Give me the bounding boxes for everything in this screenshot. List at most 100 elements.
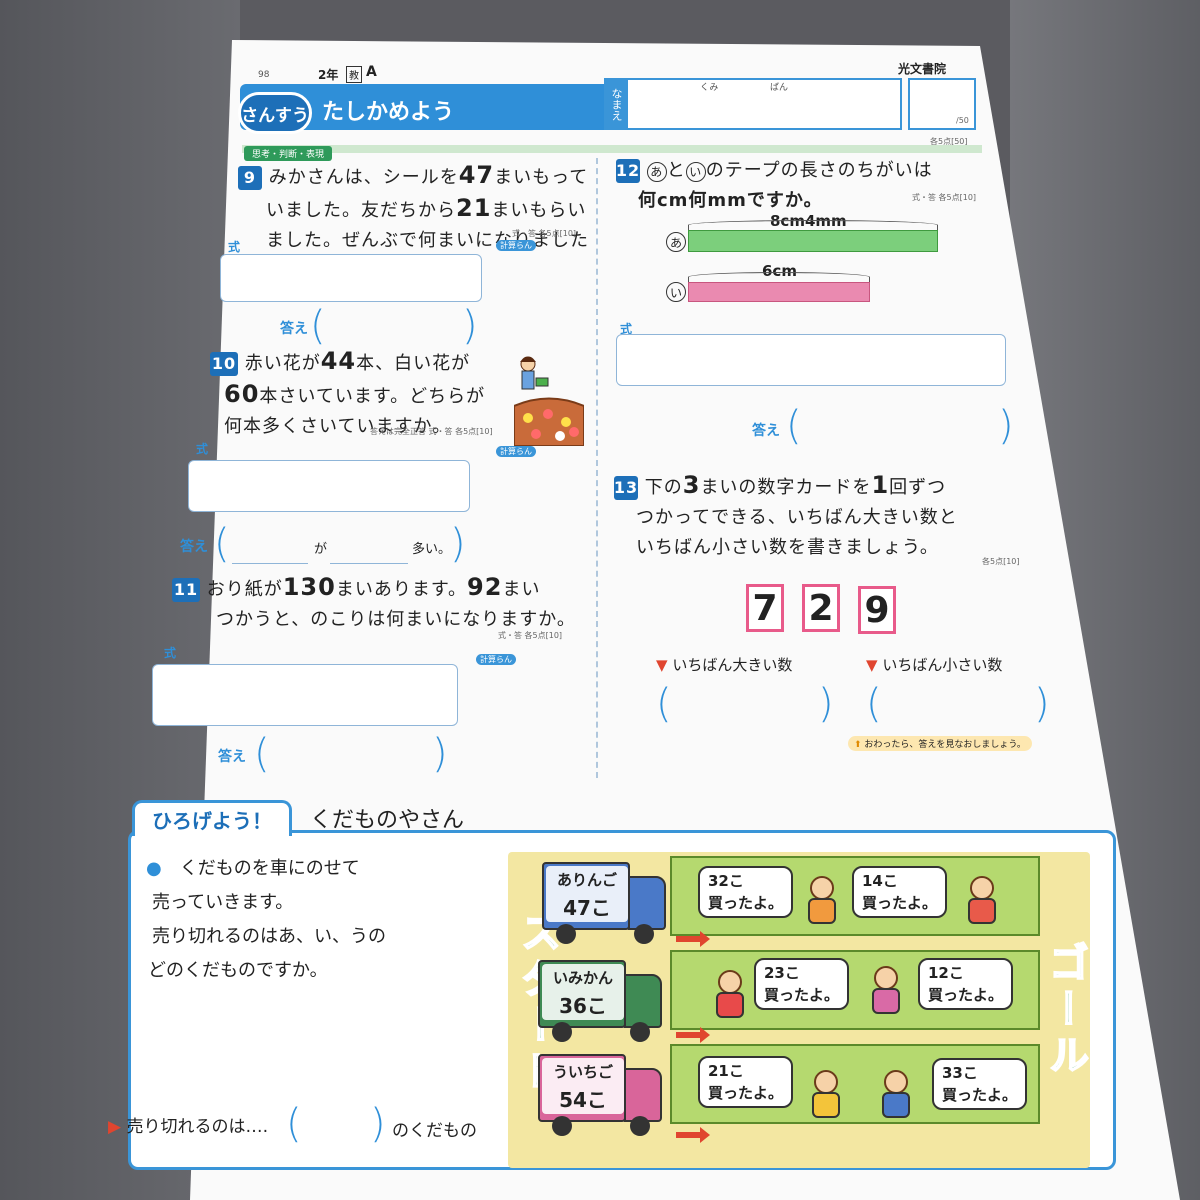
- q12-label-a: あ: [646, 162, 667, 182]
- purchase-bubble: 33こ買ったよ。: [932, 1058, 1028, 1110]
- q13-line1-mid: まいの数字カードを: [700, 477, 872, 498]
- truck-cab: [624, 1068, 662, 1122]
- bubble-text: 買ったよ。: [928, 986, 1004, 1004]
- q9-points: 式・答 各5点[10]: [512, 229, 577, 238]
- hiro-answer-field[interactable]: [306, 1108, 366, 1138]
- girl-watering-flowers-illustration: [513, 356, 585, 447]
- smallest-answer-field[interactable]: [886, 690, 1032, 720]
- bubble-count: 14こ: [862, 872, 898, 890]
- bubble-count: 21こ: [708, 1062, 744, 1080]
- wheel: [634, 924, 654, 944]
- arrow-icon: [676, 1027, 710, 1043]
- q11-number-130: 130: [282, 573, 336, 601]
- review-note-text: おわったら、答えを見なおしましょう。: [864, 740, 1026, 750]
- q13-number-3: 3: [682, 471, 701, 499]
- question-13: 13 下の3まいの数字カードを1回ずつ つかってできる、いちばん大きい数と いち…: [614, 470, 1024, 563]
- purchase-bubble: 21こ買ったよ。: [698, 1056, 794, 1108]
- q12-line1: のテープの長さのちがいは: [705, 160, 933, 181]
- largest-label: ▼ いちばん大きい数: [656, 654, 792, 675]
- q11-keisan-label: 計算らん: [476, 654, 516, 665]
- question-11: 11 おり紙が130まいあります。92まい つかうと、のこりは何まいになりますか…: [172, 572, 602, 635]
- name-label: なまえ: [604, 78, 628, 130]
- child-body: [968, 898, 996, 924]
- q9-answer-field[interactable]: [326, 312, 456, 342]
- smallest-label: ▼ いちばん小さい数: [866, 654, 1002, 675]
- hiro-line3-end: の: [368, 926, 386, 947]
- question-number: 11: [172, 578, 200, 602]
- wheel: [630, 1116, 650, 1136]
- q11-line1-end: まい: [502, 579, 541, 600]
- hiro-line2: 売っていきます。: [152, 892, 294, 913]
- q10-paren-open: (: [214, 521, 230, 567]
- child-head: [810, 876, 834, 900]
- hirogeyou-title: くだものやさん: [310, 808, 465, 833]
- truck-count: 47こ: [563, 896, 611, 920]
- bubble-text: 買ったよ。: [942, 1086, 1018, 1104]
- q10-answer-difference-field[interactable]: [330, 540, 408, 564]
- q9-kotae-label: 答え: [280, 321, 308, 337]
- child-body: [716, 992, 744, 1018]
- q12-answer-field[interactable]: [804, 412, 994, 442]
- name-field[interactable]: [612, 78, 902, 130]
- q9-line1: みかさんは、シールを: [268, 167, 459, 188]
- q11-line1: おり紙が: [206, 579, 283, 600]
- q13-number-1: 1: [871, 471, 890, 499]
- q12-shiki-box[interactable]: [616, 334, 1006, 386]
- goal-label: ゴール: [1041, 941, 1089, 1081]
- question-10: 10 赤い花が44本、白い花が 60本さいています。どちらが 何本多くさいていま…: [210, 346, 510, 442]
- truck-fruit: いみかん: [552, 969, 613, 987]
- q10-answer-color-field[interactable]: [232, 540, 308, 564]
- q11-number-92: 92: [467, 573, 503, 601]
- q10-ga-label: が: [314, 542, 328, 557]
- question-9: 9 みかさんは、シールを47まいもって いました。友だちから21まいもらい まし…: [238, 160, 598, 286]
- section-strip: [242, 145, 982, 153]
- q11-paren-close: ): [432, 731, 448, 777]
- score-box: [908, 78, 976, 130]
- q9-shiki-box[interactable]: [220, 254, 482, 302]
- bubble-count: 23こ: [764, 964, 800, 982]
- hirogeyou-question: ● くだものを車にのせて 売っていきます。 売り切れるのはあ、い、うの どのくだ…: [146, 852, 386, 988]
- purchase-bubble: 23こ買ったよ。: [754, 958, 850, 1010]
- q10-shiki-box[interactable]: [188, 460, 470, 512]
- level-label: A: [366, 64, 377, 80]
- question-number: 10: [210, 352, 238, 376]
- tape-b-brace: [688, 272, 870, 282]
- bubble-count: 32こ: [708, 872, 744, 890]
- q11-shiki-box[interactable]: [152, 664, 458, 726]
- q10-points: 答えは完全正答 式・答 各5点[10]: [370, 427, 493, 436]
- child-body: [882, 1092, 910, 1118]
- question-12: 12 あといのテープの長さのちがいは 何cm何mmですか。: [616, 156, 986, 216]
- q12-paren-open: (: [786, 403, 802, 449]
- section-tag: 思考・判断・表現: [244, 146, 333, 161]
- bubble-text: 買ったよ。: [764, 986, 840, 1004]
- hiro-line4: どのくだものですか。: [148, 960, 328, 981]
- truck-cab: [628, 876, 666, 930]
- q12-to: と: [666, 160, 686, 181]
- q11-answer-field[interactable]: [272, 740, 422, 770]
- review-note: ⬆ おわったら、答えを見なおしましょう。: [848, 736, 1032, 751]
- q10-number-60: 60: [224, 380, 260, 408]
- q11-shiki-label: 式: [164, 646, 177, 660]
- smallest-paren-open: (: [866, 681, 882, 727]
- ban-label: ばん: [770, 83, 789, 93]
- child-head: [970, 876, 994, 900]
- q10-keisan-label: 計算らん: [496, 446, 536, 457]
- hirogeyou-tab: ひろげよう！: [132, 800, 292, 836]
- q10-line1-end: 本、白い花が: [356, 353, 471, 374]
- q9-paren-open: (: [310, 303, 326, 349]
- truck-fruit: ういちご: [552, 1063, 613, 1081]
- bubble-count: 33こ: [942, 1064, 978, 1082]
- largest-paren-open: (: [656, 681, 672, 727]
- bubble-count: 12こ: [928, 964, 964, 982]
- q10-line3: 何本多くさいていますか。: [224, 416, 452, 437]
- q13-line3: いちばん小さい数を書きましょう。: [636, 537, 939, 558]
- arrow-icon: [676, 931, 710, 947]
- child-body: [812, 1092, 840, 1118]
- number-card: 2: [802, 584, 840, 632]
- hiro-paren-close: ): [370, 1101, 386, 1147]
- truck-fruit: ありんご: [556, 871, 617, 889]
- largest-answer-field[interactable]: [676, 690, 816, 720]
